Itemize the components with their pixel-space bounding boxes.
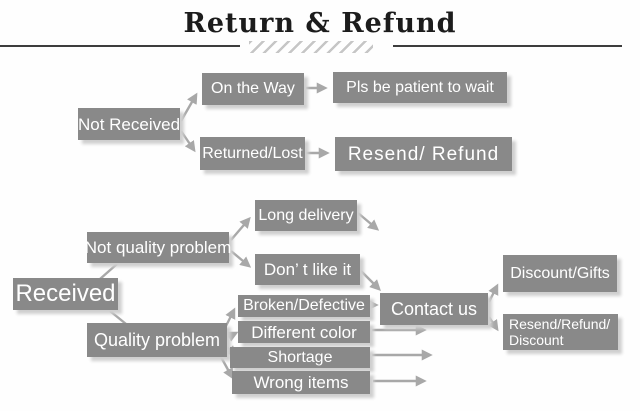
connector-quality-differentcolor <box>226 331 239 342</box>
connector-notreceived-returnedlost <box>180 130 196 153</box>
connector-dontlike-contact <box>360 270 381 291</box>
node-wrong-items: Wrong items <box>232 371 370 394</box>
node-contact-us: Contact us <box>380 293 488 325</box>
hatch-decoration-icon <box>249 41 373 53</box>
connector-contact-discountgifts <box>487 283 499 303</box>
connector-longdelivery-contact <box>357 212 380 231</box>
connector-received-notquality <box>99 263 118 280</box>
connector-quality-broken <box>224 307 236 327</box>
node-resend-refund-discount-line2: Discount <box>509 332 564 348</box>
divider-right <box>393 45 622 47</box>
node-resend-refund: Resend/ Refund <box>335 137 512 171</box>
node-discount-gifts: Discount/Gifts <box>503 255 617 292</box>
page-title: Return & Refund <box>183 8 457 39</box>
connector-notreceived-ontheway <box>179 92 198 122</box>
node-broken-defective: Broken/Defective <box>238 295 370 317</box>
connector-notquality-dontlike <box>230 250 252 268</box>
node-not-quality-problem: Not quality problem <box>85 232 231 263</box>
node-different-color: Different color <box>238 321 370 343</box>
node-pls-be-patient: Pls be patient to wait <box>333 72 507 103</box>
node-dont-like-it: Don’ t like it <box>255 254 360 285</box>
node-not-received: Not Received <box>78 108 180 140</box>
node-resend-refund-discount-line1: Resend/Refund/ <box>509 315 611 332</box>
node-on-the-way: On the Way <box>202 73 304 105</box>
node-quality-problem: Quality problem <box>87 323 227 357</box>
connector-contact-resendrefunddiscount <box>487 316 499 332</box>
node-received: Received <box>13 278 118 310</box>
divider-left <box>0 45 240 47</box>
node-returned-lost: Returned/Lost <box>200 137 305 170</box>
node-shortage: Shortage <box>230 347 370 368</box>
node-long-delivery: Long delivery <box>255 200 357 231</box>
connector-notquality-longdelivery <box>230 216 251 241</box>
node-resend-refund-discount: Resend/Refund/ Discount <box>503 314 618 350</box>
